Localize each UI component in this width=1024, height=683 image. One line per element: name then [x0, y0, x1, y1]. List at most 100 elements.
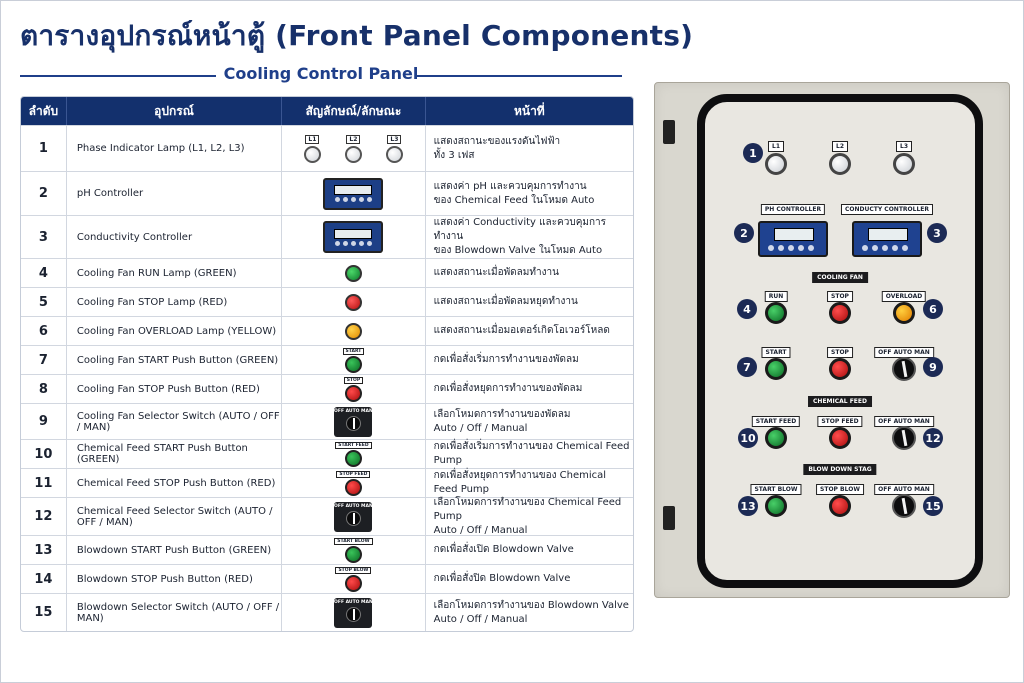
green-lamp-icon — [344, 264, 362, 282]
row-number: 13 — [21, 536, 67, 564]
red-push-button-icon — [829, 427, 851, 449]
button-tag: STOP BLOW — [335, 566, 372, 574]
page-title: ตารางอุปกรณ์หน้าตู้ (Front Panel Compone… — [20, 19, 694, 52]
cooling-fan-header: COOLING FAN — [812, 272, 868, 283]
subtitle-bar: Cooling Control Panel — [20, 64, 622, 86]
white-lamp-icon — [344, 145, 362, 163]
row-function: แสดงสถานะเมื่อพัดลมหยุดทำงาน — [426, 288, 633, 316]
green-push-button-icon — [765, 427, 787, 449]
phase-lamp: L2 — [344, 134, 362, 163]
row-number: 14 — [21, 565, 67, 593]
function-line: กดเพื่อสั่งหยุดการทำงานของ Chemical Feed… — [433, 470, 607, 495]
function-line: แสดงค่า pH และควบคุมการทำงาน — [433, 180, 587, 192]
controller-screen — [334, 185, 373, 195]
header-symbol: สัญลักษณ์/ลักษณะ — [282, 97, 426, 125]
row-device: Cooling Fan Selector Switch (AUTO / OFF … — [67, 404, 283, 439]
start-blow-label: START BLOW — [750, 484, 802, 495]
function-line: แสดงค่า Conductivity และควบคุมการทำงาน — [433, 217, 607, 242]
selector-tag: OFF AUTO MAN — [334, 503, 373, 509]
green-lamp-icon — [765, 302, 787, 324]
row-function: แสดงสถานะของแรงดันไฟฟ้าทั้ง 3 เฟส — [426, 126, 633, 171]
row-number: 5 — [21, 288, 67, 316]
number-badge: 1 — [743, 143, 763, 163]
red-push-button-icon: STOP FEED — [336, 470, 371, 496]
selector-switch-icon: OFF AUTO MAN — [334, 501, 373, 532]
row-symbol: STOP FEED — [282, 469, 426, 497]
row-number: 6 — [21, 317, 67, 345]
red-lamp-icon — [829, 302, 851, 324]
phase-label: L3 — [387, 134, 402, 144]
button-cap — [344, 574, 362, 592]
row-device: Cooling Fan STOP Push Button (RED) — [67, 375, 283, 403]
blow-down-header: BLOW DOWN STAG — [803, 464, 877, 475]
white-lamp-icon — [765, 153, 787, 175]
row-function: แสดงค่า pH และควบคุมการทำงานของ Chemical… — [426, 172, 633, 215]
button-cap — [344, 449, 362, 467]
row-symbol: STOP — [282, 375, 426, 403]
function-line: ของ Blowdown Valve ในโหมด Auto — [433, 245, 603, 256]
number-badge: 2 — [734, 223, 754, 243]
components-table: ลำดับ อุปกรณ์ สัญลักษณ์/ลักษณะ หน้าที่ 1… — [20, 96, 634, 632]
selector-switch-icon: OFF AUTO MAN — [334, 597, 373, 628]
row-number: 1 — [21, 126, 67, 171]
function-line: แสดงสถานะเมื่อมอเตอร์เกิดโอเวอร์โหลด — [433, 325, 610, 336]
phase-lamp: L1 — [303, 134, 321, 163]
row-function: กดเพื่อสั่งปิด Blowdown Valve — [426, 565, 633, 593]
selector-tag: OFF AUTO MAN — [334, 599, 373, 605]
row-function: กดเพื่อสั่งหยุดการทำงานของพัดลม — [426, 375, 633, 403]
yellow-lamp-icon — [344, 322, 362, 340]
row-number: 4 — [21, 259, 67, 287]
number-badge: 15 — [923, 496, 943, 516]
run-label: RUN — [764, 291, 788, 302]
row-device: Blowdown STOP Push Button (RED) — [67, 565, 283, 593]
row-symbol: OFF AUTO MAN — [282, 594, 426, 631]
function-line: แสดงสถานะเมื่อพัดลมทำงาน — [433, 267, 559, 278]
button-cap — [344, 355, 362, 373]
phase-label: L2 — [832, 141, 848, 152]
start-feed-label: START FEED — [751, 416, 801, 427]
table-header: ลำดับ อุปกรณ์ สัญลักษณ์/ลักษณะ หน้าที่ — [21, 97, 633, 125]
number-badge: 6 — [923, 299, 943, 319]
number-badge: 10 — [738, 428, 758, 448]
subtitle-rule-right — [416, 75, 622, 77]
row-number: 15 — [21, 594, 67, 631]
row-function: กดเพื่อสั่งเริ่มการทำงานของ Chemical Fee… — [426, 440, 633, 468]
selector-switch-icon — [892, 426, 916, 450]
red-push-button-icon — [829, 358, 851, 380]
row-symbol — [282, 259, 426, 287]
stop-feed-label: STOP FEED — [817, 416, 863, 427]
green-push-button-icon: START — [342, 347, 365, 373]
selector-knob — [345, 510, 361, 526]
row-device: Chemical Feed STOP Push Button (RED) — [67, 469, 283, 497]
green-push-button-icon — [765, 495, 787, 517]
row-device: Phase Indicator Lamp (L1, L2, L3) — [67, 126, 283, 171]
button-tag: STOP FEED — [336, 470, 371, 478]
function-line: ของ Chemical Feed ในโหมด Auto — [433, 194, 595, 206]
function-line: กดเพื่อสั่งเปิด Blowdown Valve — [433, 544, 574, 555]
selector-switch-icon — [892, 494, 916, 518]
row-device: pH Controller — [67, 172, 283, 215]
controller-icon — [323, 221, 384, 253]
white-lamp-icon — [303, 145, 321, 163]
row-symbol: START — [282, 346, 426, 374]
phase-lamps-icon: L1 L2 L3 — [303, 134, 403, 163]
button-cap — [344, 478, 362, 496]
row-number: 12 — [21, 498, 67, 535]
row-symbol: L1 L2 L3 — [282, 126, 426, 171]
row-device: Conductivity Controller — [67, 216, 283, 258]
row-number: 11 — [21, 469, 67, 497]
function-line: Auto / Off / Manual — [433, 422, 528, 434]
row-symbol: START FEED — [282, 440, 426, 468]
hinge-icon — [663, 120, 675, 144]
function-line: เลือกโหมดการทำงานของ Blowdown Valve — [433, 599, 629, 611]
